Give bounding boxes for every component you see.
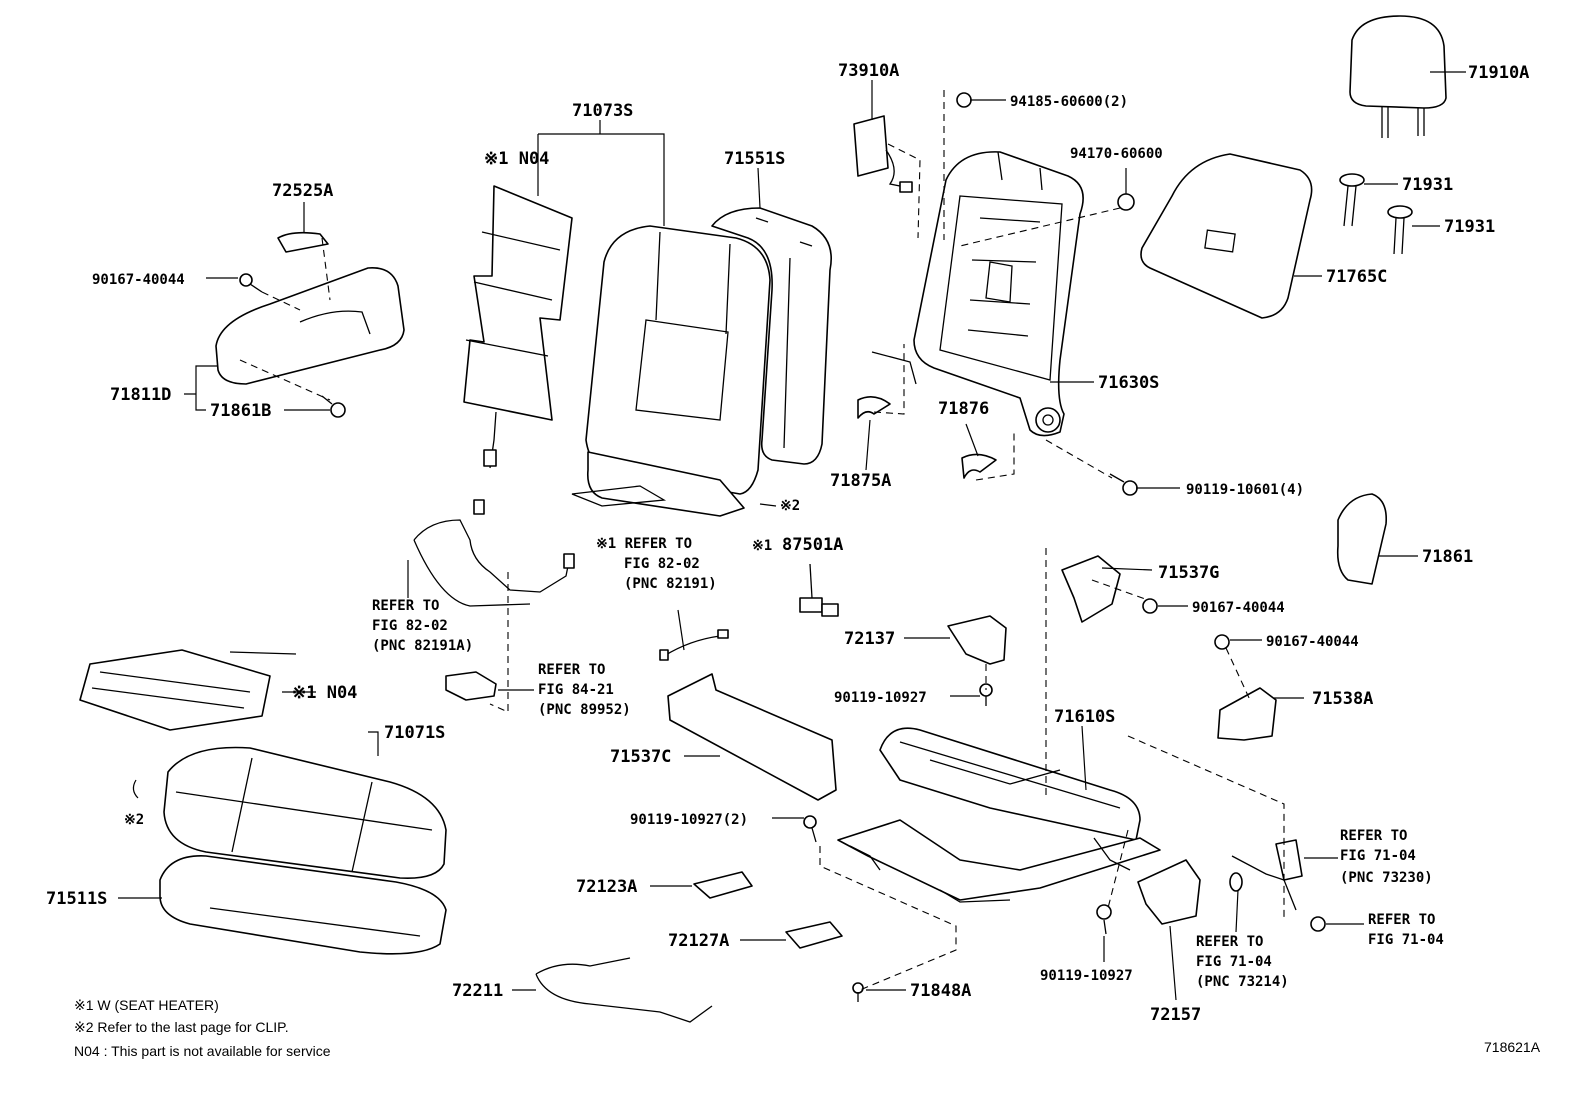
seat-back-frame-drawing xyxy=(871,151,1084,437)
label-clip-note-left: ※2 xyxy=(124,812,144,828)
label-clip-note-top: ※2 xyxy=(780,498,800,514)
svg-text:REFER TO: REFER TO xyxy=(1368,912,1435,928)
label-71931-lower[interactable]: 71931 xyxy=(1444,217,1495,237)
footnote-seat-heater: ※1 W (SEAT HEATER) xyxy=(74,997,219,1013)
label-71910A[interactable]: 71910A xyxy=(1468,63,1529,83)
dashed-guides xyxy=(239,90,1285,991)
label-72211[interactable]: 72211 xyxy=(452,981,503,1001)
svg-text:※1 REFER TO: ※1 REFER TO xyxy=(596,536,692,552)
track-covers-drawing xyxy=(693,871,843,949)
ref-fig-71-04-73214[interactable]: REFER TO FIG 71-04 (PNC 73214) xyxy=(1196,934,1289,990)
switch-connector-drawing xyxy=(445,671,497,701)
back-board-drawing xyxy=(1140,153,1313,319)
part-labels: 71073S 71551S 73910A 94185-60600(2) 7191… xyxy=(46,61,1529,1025)
label-71511S[interactable]: 71511S xyxy=(46,889,107,909)
svg-text:FIG 82-02: FIG 82-02 xyxy=(624,556,700,572)
leader-lines xyxy=(118,71,1466,1001)
svg-text:REFER TO: REFER TO xyxy=(1196,934,1263,950)
svg-text:(PNC 82191): (PNC 82191) xyxy=(624,576,717,592)
wire-harness-drawing xyxy=(413,499,729,661)
label-90119-10927-upper[interactable]: 90119-10927 xyxy=(834,690,927,706)
label-72525A[interactable]: 72525A xyxy=(272,181,333,201)
cover-72157-drawing xyxy=(1137,859,1201,925)
svg-text:(PNC 82191A): (PNC 82191A) xyxy=(372,638,473,654)
svg-text:REFER TO: REFER TO xyxy=(538,662,605,678)
label-71811D[interactable]: 71811D xyxy=(110,385,171,405)
seat-back-cover-drawing xyxy=(571,225,771,517)
svg-text:REFER TO: REFER TO xyxy=(372,598,439,614)
label-71537C[interactable]: 71537C xyxy=(610,747,671,767)
svg-text:(PNC 89952): (PNC 89952) xyxy=(538,702,631,718)
ref-fig-84-21[interactable]: REFER TO FIG 84-21 (PNC 89952) xyxy=(538,662,631,718)
headrest-guides-drawing xyxy=(1339,173,1413,255)
label-90167-40044-left[interactable]: 90167-40044 xyxy=(92,272,185,288)
label-71861B[interactable]: 71861B xyxy=(210,401,271,421)
seatbelt-buckle-drawing xyxy=(1229,839,1303,911)
ref-fig-71-04-73230[interactable]: REFER TO FIG 71-04 (PNC 73230) xyxy=(1340,828,1433,886)
diagram-id: 718621A xyxy=(1484,1039,1541,1055)
label-72123A[interactable]: 72123A xyxy=(576,877,637,897)
label-71538A[interactable]: 71538A xyxy=(1312,689,1373,709)
label-x1-87501A: ※1 xyxy=(752,538,772,554)
label-71551S[interactable]: 71551S xyxy=(724,149,785,169)
label-72137[interactable]: 72137 xyxy=(844,629,895,649)
footnote-clip: ※2 Refer to the last page for CLIP. xyxy=(74,1019,289,1035)
seat-cushion-drawing xyxy=(159,746,447,955)
label-71848A[interactable]: 71848A xyxy=(910,981,971,1001)
svg-text:(PNC 73214): (PNC 73214) xyxy=(1196,974,1289,990)
footnotes: ※1 W (SEAT HEATER) ※2 Refer to the last … xyxy=(74,997,331,1059)
fasteners-drawing xyxy=(239,92,1326,1002)
reference-labels: REFER TO FIG 82-02 (PNC 82191A) ※1 REFER… xyxy=(372,536,1444,990)
label-71630S[interactable]: 71630S xyxy=(1098,373,1159,393)
label-71875A[interactable]: 71875A xyxy=(830,471,891,491)
label-90167-40044-mid[interactable]: 90167-40044 xyxy=(1192,600,1285,616)
label-n04-cushion[interactable]: ※1 N04 xyxy=(292,683,357,703)
svg-text:REFER TO: REFER TO xyxy=(1340,828,1407,844)
cushion-frame-pad-drawing xyxy=(667,673,837,801)
label-90119-10601[interactable]: 90119-10601(4) xyxy=(1186,482,1304,498)
svg-text:FIG 71-04: FIG 71-04 xyxy=(1340,848,1416,864)
label-71765C[interactable]: 71765C xyxy=(1326,267,1387,287)
label-71610S[interactable]: 71610S xyxy=(1054,707,1115,727)
label-94170-60600[interactable]: 94170-60600 xyxy=(1070,146,1163,162)
cushion-frame-drawing xyxy=(837,727,1161,903)
label-87501A[interactable]: 87501A xyxy=(782,535,843,555)
ref-fig-71-04[interactable]: REFER TO FIG 71-04 xyxy=(1368,912,1444,948)
label-90167-40044-right[interactable]: 90167-40044 xyxy=(1266,634,1359,650)
label-90119-10927-2[interactable]: 90119-10927(2) xyxy=(630,812,748,828)
label-94185-60600[interactable]: 94185-60600(2) xyxy=(1010,94,1128,110)
label-73910A[interactable]: 73910A xyxy=(838,61,899,81)
cushion-heater-mat-drawing xyxy=(79,649,297,731)
side-airbag-drawing xyxy=(853,115,913,193)
covers-right-drawing xyxy=(1061,493,1388,741)
adjusting-rod-drawing xyxy=(535,957,713,1023)
side-shield-drawing xyxy=(215,231,405,385)
label-n04-back[interactable]: ※1 N04 xyxy=(484,149,549,169)
headrest-drawing xyxy=(1349,15,1447,138)
footnote-n04: N04 : This part is not available for ser… xyxy=(74,1043,331,1059)
label-71071S[interactable]: 71071S xyxy=(384,723,445,743)
label-71537G[interactable]: 71537G xyxy=(1158,563,1219,583)
label-72127A[interactable]: 72127A xyxy=(668,931,729,951)
hinge-covers-drawing xyxy=(857,396,997,479)
label-71073S[interactable]: 71073S xyxy=(572,101,633,121)
label-72157[interactable]: 72157 xyxy=(1150,1005,1201,1025)
svg-text:FIG 71-04: FIG 71-04 xyxy=(1196,954,1272,970)
svg-text:FIG 71-04: FIG 71-04 xyxy=(1368,932,1444,948)
label-71876[interactable]: 71876 xyxy=(938,399,989,419)
svg-text:FIG 84-21: FIG 84-21 xyxy=(538,682,614,698)
ref-fig-82-02-82191[interactable]: ※1 REFER TO FIG 82-02 (PNC 82191) xyxy=(596,536,717,592)
svg-text:FIG 82-02: FIG 82-02 xyxy=(372,618,448,634)
ref-fig-82-02-82191A[interactable]: REFER TO FIG 82-02 (PNC 82191A) xyxy=(372,598,473,654)
cover-72137-drawing xyxy=(947,615,1007,665)
svg-text:(PNC 73230): (PNC 73230) xyxy=(1340,870,1433,886)
label-71861[interactable]: 71861 xyxy=(1422,547,1473,567)
back-heater-mat-drawing xyxy=(463,185,573,469)
label-71931-upper[interactable]: 71931 xyxy=(1402,175,1453,195)
seat-sensor-drawing xyxy=(799,563,839,617)
label-90119-10927-lower[interactable]: 90119-10927 xyxy=(1040,968,1133,984)
